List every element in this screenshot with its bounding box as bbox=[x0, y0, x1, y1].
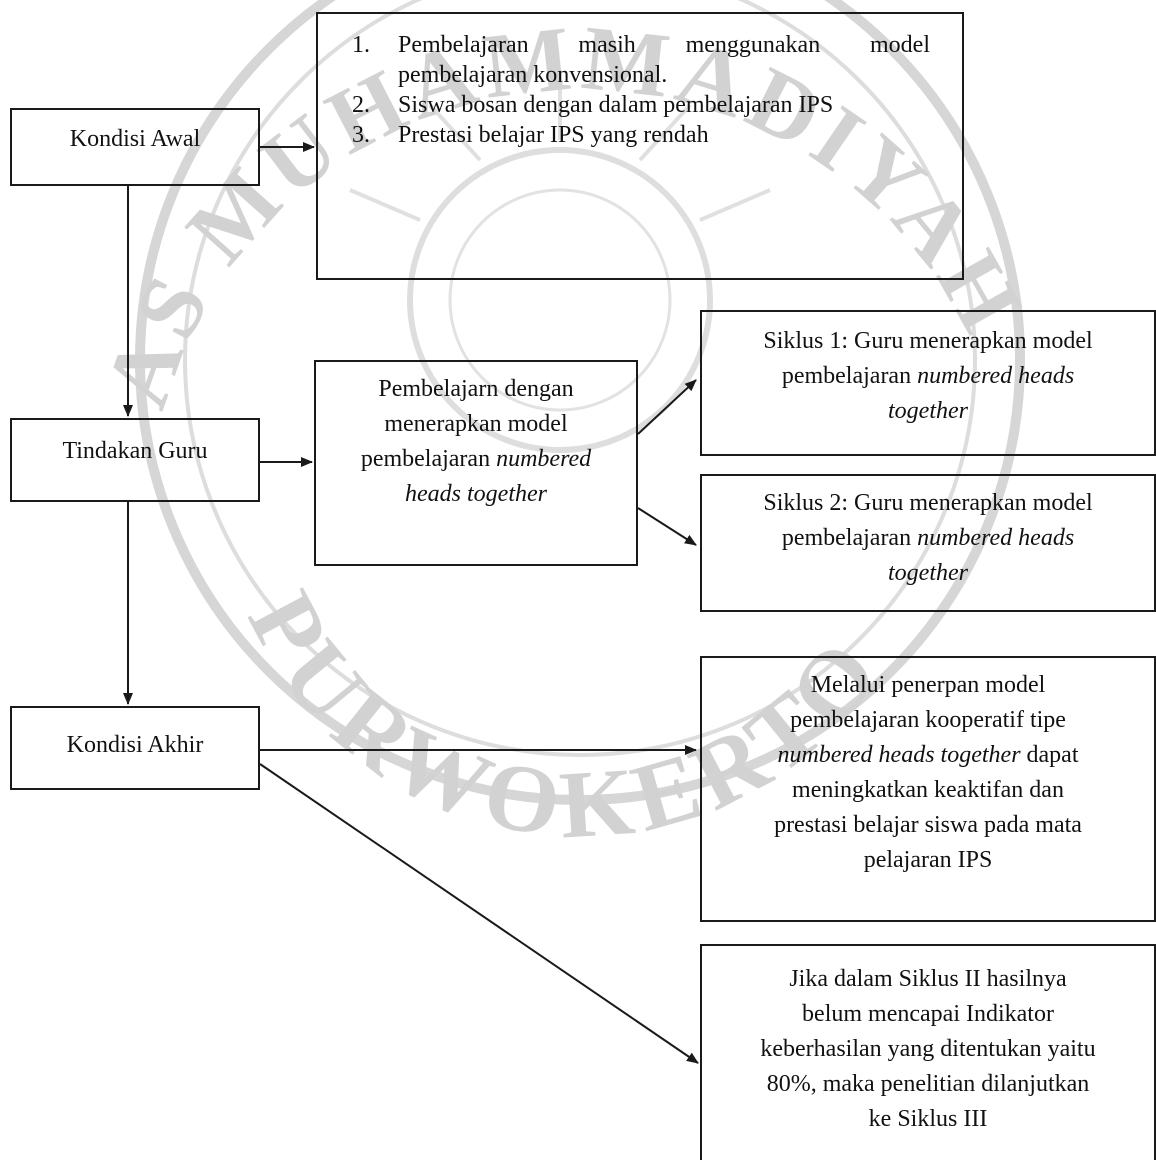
kondisi-akhir-label: Kondisi Akhir bbox=[66, 732, 204, 758]
siklus-lanjutan-box: Jika dalam Siklus II hasilnya belum menc… bbox=[700, 944, 1156, 1160]
kondisi-awal-label: Kondisi Awal bbox=[69, 126, 201, 152]
kondisi-awal-box: Kondisi Awal bbox=[10, 108, 260, 186]
siklus-2-box: Siklus 2: Guru menerapkan model pembelaj… bbox=[700, 474, 1156, 612]
list-item: 3. Prestasi belajar IPS yang rendah bbox=[352, 122, 709, 148]
list-item: 2. Siswa bosan dengan dalam pembelajaran… bbox=[352, 92, 834, 118]
siklus-1-box: Siklus 1: Guru menerapkan model pembelaj… bbox=[700, 310, 1156, 456]
arrow-box-to-siklus2 bbox=[637, 507, 697, 546]
arrow-akhir-to-jika bbox=[259, 763, 699, 1064]
kondisi-akhir-box: Kondisi Akhir bbox=[10, 706, 260, 790]
tindakan-detail-box: Pembelajarn dengan menerapkan model pemb… bbox=[314, 360, 638, 566]
kondisi-akhir-result-box: Melalui penerpan model pembelajaran koop… bbox=[700, 656, 1156, 922]
arrow-box-to-siklus1 bbox=[637, 379, 697, 435]
tindakan-guru-box: Tindakan Guru bbox=[10, 418, 260, 502]
tindakan-guru-label: Tindakan Guru bbox=[62, 438, 208, 464]
